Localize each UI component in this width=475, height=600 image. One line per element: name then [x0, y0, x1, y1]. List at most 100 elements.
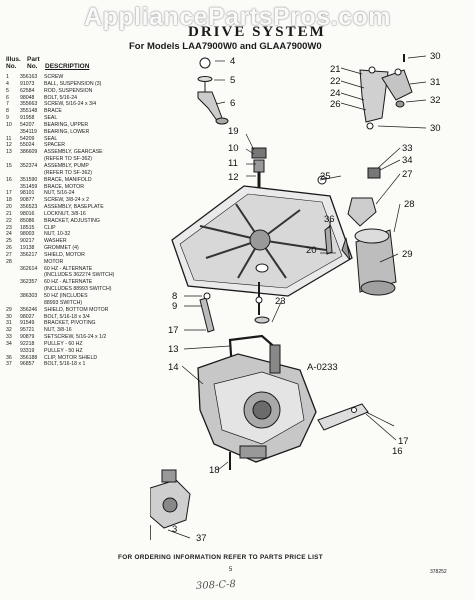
- parts-list-cell-part: 362614: [20, 265, 38, 272]
- parts-list-cell-part: 386303: [20, 293, 38, 299]
- parts-list-row: 9 91958 SEAL: [6, 115, 161, 122]
- parts-list-row: 30 98027 BOLT, 5/16-18 x 3/4: [6, 314, 161, 321]
- parts-list-cell-desc: (REFER TO SF-362): [44, 156, 92, 163]
- parts-list-cell-part: 356163: [20, 74, 38, 80]
- parts-list-cell-desc: SCREW, 5/16-24 x 3/4: [44, 101, 97, 108]
- parts-list-cell-desc: ASSEMBLY, GEARCASE: [44, 149, 103, 156]
- parts-list-cell-desc: (INCLUDES 362274 SWITCH): [44, 272, 115, 279]
- parts-list-cell-illus: 21: [6, 210, 12, 217]
- site-watermark: AppliancePartsPros.com: [84, 3, 391, 31]
- page-title: DRIVE SYSTEM: [188, 24, 326, 40]
- parts-list-cell-illus: [6, 184, 20, 191]
- parts-list-cell-part: 98101: [20, 190, 35, 197]
- parts-list-cell-part: 90877: [20, 197, 35, 204]
- parts-list-cell-desc: 50 HZ (INCLUDES: [44, 293, 88, 299]
- callout-number: 34: [402, 155, 413, 166]
- parts-list-cell-part: 19138: [20, 245, 35, 252]
- parts-list-cell-illus: 16: [6, 176, 12, 183]
- parts-list-cell-desc: SEAL: [44, 115, 58, 122]
- callout-number: 30: [430, 123, 441, 134]
- parts-list-cell-desc: GROMMET (4): [44, 245, 79, 252]
- parts-list-cell-illus: 12: [6, 142, 12, 149]
- parts-list-cell-desc: SEAL: [44, 135, 58, 142]
- parts-list-cell-desc: LOCKNUT, 3/8-16: [44, 210, 86, 217]
- parts-list-cell-part: 62584: [20, 87, 35, 94]
- parts-list-cell-desc: PULLEY - 60 HZ: [44, 340, 83, 347]
- parts-list-cell-part: 351459: [20, 183, 38, 190]
- header-part: Part: [27, 56, 40, 63]
- callout-number: 32: [430, 95, 441, 106]
- parts-list-cell-desc: BRACE, MANIFOLD: [44, 176, 92, 183]
- parts-list-cell-desc: ASSEMBLY, PUMP: [44, 162, 89, 169]
- parts-list-cell-desc: CLIP: [44, 224, 56, 231]
- parts-list-cell-part: 351590: [20, 176, 38, 183]
- parts-list-cell-desc: MOTOR: [44, 258, 64, 265]
- parts-list-cell-part: 95721: [20, 327, 35, 334]
- callout-number: 26: [330, 99, 341, 110]
- parts-list-cell-desc: SCREW, 3/8-24 x 2: [44, 197, 89, 204]
- parts-list-cell-desc: (INCLUDES 88993 SWITCH): [44, 286, 112, 293]
- suspension-ball-part: [199, 57, 211, 69]
- parts-list-cell-part: [20, 300, 44, 307]
- parts-list-cell-part: [20, 286, 44, 293]
- parts-list-row: (REFER TO SF-362): [6, 170, 161, 177]
- parts-list-cell-illus: 25: [6, 238, 12, 245]
- parts-list-cell-desc: 88993 SWITCH): [44, 299, 83, 306]
- parts-list-cell-illus: 30: [6, 313, 12, 320]
- callout-number: 5: [230, 75, 235, 86]
- parts-list-cell-desc: BOLT, 5/16-18 x 3/4: [44, 313, 90, 320]
- parts-list-cell-illus: 9: [6, 115, 9, 122]
- parts-list-cell-illus: 37: [6, 361, 12, 368]
- parts-list-cell-part: [20, 156, 44, 163]
- callout-number: 9: [172, 301, 177, 312]
- callout-number: 28: [404, 199, 415, 210]
- parts-list-cell-desc: 60 HZ - ALTERNATE: [44, 279, 93, 286]
- parts-list-cell-part: 98027: [20, 313, 35, 320]
- callout-number: 3: [172, 524, 177, 535]
- parts-list-cell-illus: [6, 293, 20, 300]
- parts-list-cell-illus: 8: [6, 108, 9, 115]
- parts-list-cell-part: 90879: [20, 334, 35, 341]
- callout-number: 18: [209, 465, 220, 476]
- parts-list-cell-illus: 23: [6, 224, 12, 231]
- parts-list-cell-part: 92218: [20, 340, 35, 347]
- parts-list-row: 88993 SWITCH): [6, 300, 161, 307]
- parts-list-cell-illus: [6, 348, 20, 355]
- parts-list-cell-part: 356523: [20, 204, 38, 211]
- parts-list-cell-desc: SCREW: [44, 74, 64, 80]
- callout-number: 23: [275, 296, 286, 307]
- callout-number: 22: [330, 76, 341, 87]
- callout-number: 13: [168, 344, 179, 355]
- callout-number: 37: [196, 533, 207, 544]
- parts-list-cell-illus: [6, 170, 20, 177]
- callout-number: 21: [330, 64, 341, 75]
- document-code: 378252: [430, 569, 447, 575]
- callout-number: 10: [228, 143, 239, 154]
- header-illus: Illus.: [6, 56, 21, 63]
- parts-list-cell-illus: 29: [6, 306, 12, 313]
- parts-list-cell-part: 90217: [20, 238, 35, 245]
- parts-list-cell-desc: BRACKET, PIVOTING: [44, 320, 96, 327]
- parts-list-cell-part: 362357: [20, 279, 38, 286]
- callout-number: 33: [402, 143, 413, 154]
- parts-list-cell-part: 91958: [20, 115, 35, 122]
- parts-list-row: (INCLUDES 362274 SWITCH): [6, 272, 161, 279]
- parts-list-cell-part: 356217: [20, 251, 38, 258]
- callout-number: 17: [398, 436, 409, 447]
- parts-list-cell-part: 354119: [20, 128, 37, 135]
- parts-list-cell-desc: SETSCREW, 5/16-24 x 1/2: [44, 334, 107, 341]
- parts-list-cell-illus: 10: [6, 121, 12, 128]
- suspension-rod-part: [197, 91, 223, 123]
